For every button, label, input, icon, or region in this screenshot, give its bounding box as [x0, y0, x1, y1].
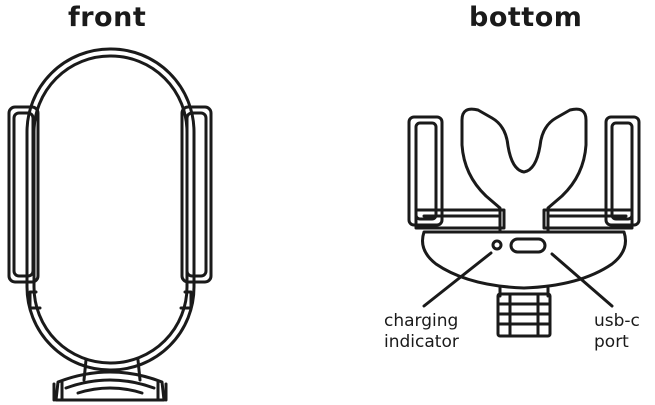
charging-indicator-label-line1: charging — [384, 311, 459, 331]
leader-line-usb-c-port — [550, 252, 614, 308]
leader-line-charging-indicator — [422, 251, 493, 308]
front-left-foot — [28, 290, 42, 310]
front-clip-inner — [64, 378, 156, 395]
bottom-left-arm-outer — [407, 115, 444, 227]
usb-c-port-callout: usb-c port — [594, 311, 640, 353]
front-right-arm-inner — [185, 111, 208, 278]
bottom-cradle-u — [460, 107, 588, 234]
bottom-right-arm-outer — [604, 115, 641, 227]
bottom-left-arm-inner — [414, 121, 438, 221]
front-inner-shell — [32, 54, 189, 365]
front-view-drawing — [7, 47, 213, 402]
front-clip-outer — [54, 370, 166, 402]
bottom-right-bar — [542, 208, 634, 230]
bottom-left-bar — [414, 208, 506, 230]
bottom-view-drawing — [407, 107, 641, 338]
front-right-foot — [179, 290, 193, 310]
front-left-arm-inner — [12, 111, 35, 278]
usb-c-port-slot — [509, 237, 547, 254]
bottom-view-title: bottom — [469, 2, 583, 33]
front-left-arm-outer — [7, 105, 40, 284]
front-view-title: front — [68, 2, 147, 33]
bottom-base — [421, 230, 627, 290]
bottom-right-arm-inner — [610, 121, 634, 221]
front-clip-right-knob — [156, 379, 168, 402]
front-outer-shell — [25, 47, 196, 372]
charging-indicator-callout: charging indicator — [384, 311, 459, 353]
front-right-arm-outer — [180, 105, 213, 284]
front-clip-left-knob — [52, 379, 64, 402]
bottom-clip-ridges — [496, 292, 552, 338]
usb-c-port-label-line1: usb-c — [594, 311, 640, 331]
usb-c-port-label-line2: port — [594, 332, 629, 352]
charging-indicator-label-line2: indicator — [384, 332, 459, 352]
charging-indicator-led — [491, 239, 503, 251]
